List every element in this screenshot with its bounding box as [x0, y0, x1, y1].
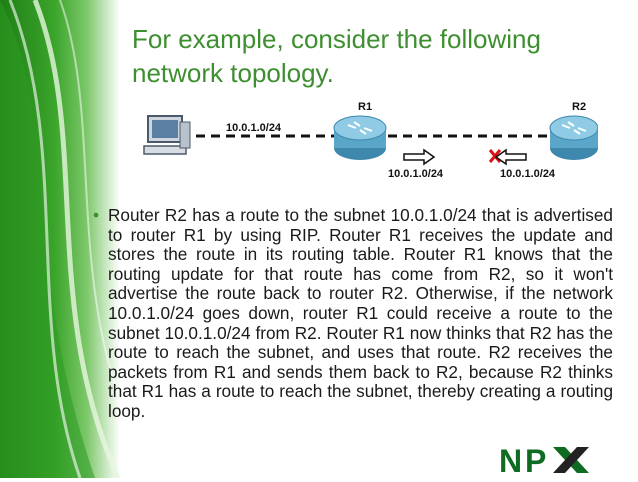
slide-body-text: Router R2 has a route to the subnet 10.0…: [108, 205, 613, 421]
router-r1-icon: [333, 115, 387, 160]
bullet-marker: •: [93, 205, 100, 225]
r1-label: R1: [358, 101, 373, 113]
network-topology-diagram: 10.0.1.0/24 R1 R2 10.0.1.0/24 10.0.1.0/2…: [138, 92, 598, 184]
r1-advert-label: 10.0.1.0/24: [388, 168, 444, 180]
arrow-right-icon: [403, 148, 436, 166]
r2-advert-label: 10.0.1.0/24: [500, 168, 556, 180]
router-r2-icon: [549, 115, 598, 160]
svg-text:P: P: [525, 443, 546, 477]
blocked-x-icon: [488, 149, 502, 163]
pc-icon: [143, 115, 191, 155]
npx-logo: N P: [493, 443, 613, 479]
r2-label: R2: [572, 101, 587, 113]
pc-link-label: 10.0.1.0/24: [226, 122, 282, 134]
decorative-green-art: [0, 0, 120, 478]
arrow-left-icon: [494, 148, 527, 166]
slide-body: • Router R2 has a route to the subnet 10…: [93, 205, 613, 422]
svg-text:N: N: [499, 443, 522, 477]
slide-title: For example, consider the following netw…: [132, 24, 541, 88]
